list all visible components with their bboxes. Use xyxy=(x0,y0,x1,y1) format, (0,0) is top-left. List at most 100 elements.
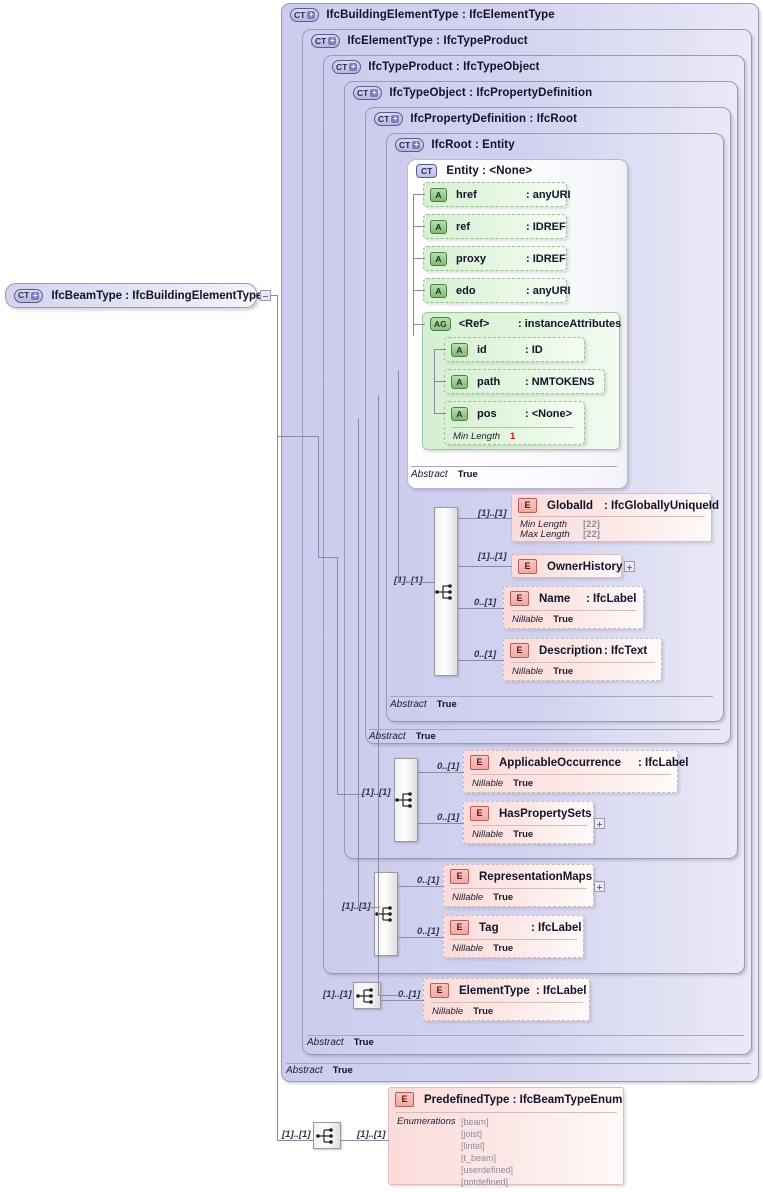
complex-type-expand-icon[interactable]: CT+ xyxy=(353,86,383,100)
container-header: CT+ IfcBuildingElementType : IfcElementT… xyxy=(290,8,555,22)
expand-icon-haspropertysets[interactable] xyxy=(594,818,605,829)
element-ownerhistory[interactable]: E OwnerHistory xyxy=(511,554,622,578)
facet-divider xyxy=(471,825,587,826)
attribute-ref[interactable]: A ref : IDREF xyxy=(423,214,567,239)
attribute-pos[interactable]: A pos : <None> Min Length 1 xyxy=(444,401,585,445)
abstract-key: Abstract xyxy=(286,1065,323,1076)
attribute-icon: A xyxy=(451,343,468,357)
facet-key: Nillable xyxy=(512,666,544,677)
element-applicableoccurrence[interactable]: E ApplicableOccurrence : IfcLabel Nillab… xyxy=(463,750,688,793)
element-type: : IfcGloballyUniqueId xyxy=(604,499,720,512)
cardinality: 0..[1] xyxy=(474,597,497,608)
element-name: GlobalId xyxy=(547,499,593,512)
cardinality: 0..[1] xyxy=(437,761,460,772)
container-label: IfcTypeObject : IfcPropertyDefinition xyxy=(389,87,593,99)
cardinality-out: [1]..[1] xyxy=(357,1129,386,1140)
connector-line xyxy=(358,418,359,908)
facet-value: 1 xyxy=(510,431,516,442)
expand-icon-ownerhistory[interactable] xyxy=(624,561,635,572)
element-name: Description xyxy=(539,644,603,657)
sequence-icon xyxy=(395,792,412,808)
element-name: Tag xyxy=(479,921,499,934)
element-globalid[interactable]: E GlobalId : IfcGloballyUniqueId Min Len… xyxy=(511,493,719,542)
attribute-type: : anyURI xyxy=(526,189,571,201)
facet-value: True xyxy=(553,666,574,677)
container-label: IfcTypeProduct : IfcTypeObject xyxy=(368,61,540,73)
sequence-connector-ifctypeobject[interactable] xyxy=(394,758,418,842)
container-label: IfcRoot : Entity xyxy=(431,139,515,151)
facet-key: Nillable xyxy=(472,829,504,840)
element-predefinedtype[interactable]: E PredefinedType : IfcBeamTypeEnum Enume… xyxy=(388,1087,624,1187)
container-header: CT+ IfcRoot : Entity xyxy=(395,138,515,152)
sequence-connector-ifcelementtype[interactable] xyxy=(353,982,381,1009)
element-header: E GlobalId : IfcGloballyUniqueId xyxy=(518,498,719,513)
connector-line xyxy=(378,995,402,996)
element-tag[interactable]: E Tag : IfcLabel Nillable True xyxy=(443,915,584,958)
cardinality: [1]..[1] xyxy=(478,508,507,519)
cardinality: 0..[1] xyxy=(474,649,497,660)
facet-nillable: Nillable True xyxy=(472,778,533,789)
sequence-connector-ifcroot[interactable] xyxy=(434,507,458,676)
element-name: OwnerHistory xyxy=(547,560,623,573)
enum-item: [beam] xyxy=(461,1117,489,1127)
attribute-type: : ID xyxy=(525,344,543,356)
element-haspropertysets[interactable]: E HasPropertySets Nillable True xyxy=(463,801,594,844)
complex-type-expand-icon[interactable]: CT+ xyxy=(14,288,44,303)
facet-nillable: Nillable True xyxy=(472,829,533,840)
element-elementtype[interactable]: E ElementType : IfcLabel Nillable True xyxy=(423,978,590,1021)
attribute-id[interactable]: A id : ID xyxy=(444,337,585,362)
attribute-row: A id : ID xyxy=(451,343,543,357)
complex-type-expand-icon[interactable]: CT+ xyxy=(395,138,425,152)
facet-value: True xyxy=(553,614,574,625)
container-header: CT+ IfcTypeObject : IfcPropertyDefinitio… xyxy=(353,86,592,100)
facet-min-length: Min Length 1 xyxy=(453,431,515,442)
attribute-href[interactable]: A href : anyURI xyxy=(423,182,571,207)
facet-key: Max Length xyxy=(520,529,570,540)
attribute-name: path xyxy=(477,376,501,388)
element-type: : IfcLabel xyxy=(638,756,689,769)
attribute-name: pos xyxy=(477,408,497,420)
abstract-value: True xyxy=(415,731,436,742)
element-name: HasPropertySets xyxy=(499,807,592,820)
attribute-path[interactable]: A path : NMTOKENS xyxy=(444,369,605,394)
attribute-edo[interactable]: A edo : anyURI xyxy=(423,278,571,303)
attribute-row: A pos : <None> xyxy=(451,407,572,421)
attribute-name: ref xyxy=(456,221,471,233)
collapse-icon-root[interactable] xyxy=(260,290,271,301)
abstract-value: True xyxy=(436,699,457,710)
container-label: IfcElementType : IfcTypeProduct xyxy=(347,35,528,47)
attribute-name: proxy xyxy=(456,253,486,265)
attribute-type: : IDREF xyxy=(526,221,566,233)
connector-line xyxy=(434,413,446,414)
cardinality-in: [1]..[1] xyxy=(394,575,423,586)
element-description[interactable]: E Description : IfcText Nillable True xyxy=(503,638,662,681)
attribute-icon: A xyxy=(430,220,447,234)
complex-type-expand-icon[interactable]: CT+ xyxy=(311,34,341,48)
root-node-ifcbeamtype[interactable]: CT+ IfcBeamType : IfcBuildingElementType xyxy=(5,283,262,308)
attribute-proxy[interactable]: A proxy : IDREF xyxy=(423,246,567,271)
facet-divider xyxy=(452,427,574,428)
connector-line xyxy=(337,557,338,794)
element-representationmaps[interactable]: E RepresentationMaps Nillable True xyxy=(443,864,594,907)
cardinality-in: [1]..[1] xyxy=(342,901,371,912)
attribute-row: A href : anyURI xyxy=(430,188,571,202)
facet-key: Nillable xyxy=(452,892,484,903)
cardinality-in: [1]..[1] xyxy=(362,787,391,798)
attribute-icon: A xyxy=(451,407,468,421)
attribute-row: A edo : anyURI xyxy=(430,284,571,298)
expand-icon-representationmaps[interactable] xyxy=(594,881,605,892)
cardinality-in: [1]..[1] xyxy=(282,1129,311,1140)
connector-line xyxy=(418,823,464,824)
sequence-connector-predefinedtype[interactable] xyxy=(313,1122,341,1149)
complex-type-expand-icon[interactable]: CT+ xyxy=(332,60,362,74)
complex-type-expand-icon[interactable]: CT+ xyxy=(290,8,320,22)
element-icon: E xyxy=(450,920,469,935)
connector-line xyxy=(277,1140,283,1141)
element-name-field[interactable]: E Name : IfcLabel Nillable True xyxy=(503,586,644,629)
element-icon: E xyxy=(518,559,537,574)
element-name: RepresentationMaps xyxy=(479,870,593,883)
facet-value: True xyxy=(513,778,534,789)
connector-line xyxy=(398,937,444,938)
complex-type-expand-icon[interactable]: CT+ xyxy=(374,112,404,126)
